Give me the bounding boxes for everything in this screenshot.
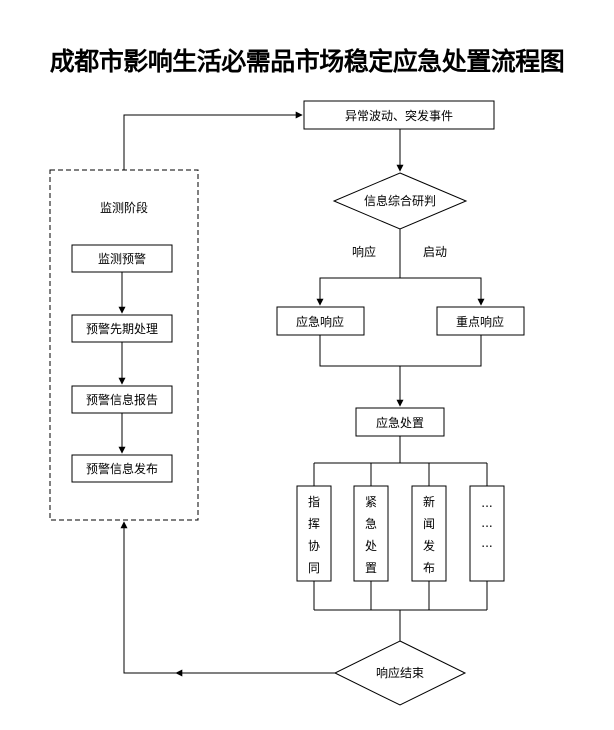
action-urgent-char-2: 急 xyxy=(365,516,377,531)
branch-right-label: 启动 xyxy=(423,245,447,259)
action-box-command xyxy=(296,485,332,582)
monitor-stage-label: 监测阶段 xyxy=(100,200,148,215)
event-box xyxy=(303,100,495,130)
emergency-handling-label: 应急处置 xyxy=(376,415,424,430)
monitor-step-3-box xyxy=(71,385,173,414)
action-urgent-char-4: 置 xyxy=(365,561,377,575)
action-command-char-2: 挥 xyxy=(308,517,320,531)
key-response-box xyxy=(436,306,525,336)
action-command-char-3: 协 xyxy=(308,538,320,553)
monitor-step-2: 预警先期处理 xyxy=(86,321,158,336)
action-more-char-1: ... xyxy=(481,496,492,510)
branch-to-emergency-response xyxy=(316,277,400,306)
page-title: 成都市影响生活必需品市场稳定应急处置流程图 xyxy=(49,47,565,76)
monitor-step-4: 预警信息发布 xyxy=(86,461,158,476)
end-diamond xyxy=(333,640,467,706)
responses-merge-connector xyxy=(319,335,482,367)
action-news-char-2: 闻 xyxy=(423,517,435,531)
emergency-response-label: 应急响应 xyxy=(296,314,344,329)
monitor-step-3: 预警信息报告 xyxy=(86,392,158,407)
action-news-char-1: 新 xyxy=(423,494,435,509)
monitor-to-event-connector xyxy=(123,111,303,170)
action-box-news xyxy=(411,485,447,582)
action-command-char-1: 指 xyxy=(308,494,320,509)
monitor-step-1: 监测预警 xyxy=(98,251,146,266)
action-urgent-char-1: 紧 xyxy=(365,495,377,509)
action-box-more xyxy=(469,485,505,582)
action-more-char-3: ... xyxy=(481,536,492,550)
branch-to-key-response xyxy=(400,277,485,306)
event-label: 异常波动、突发事件 xyxy=(345,108,453,123)
action-box-urgent xyxy=(353,485,389,582)
action-urgent-char-3: 处 xyxy=(365,539,377,553)
key-response-label: 重点响应 xyxy=(456,314,504,329)
action-command-char-4: 同 xyxy=(308,561,320,575)
monitor-step-1-box xyxy=(71,244,173,273)
return-to-monitor-arrow xyxy=(120,521,176,674)
monitor-step-4-box xyxy=(71,454,173,483)
action-more-char-2: ... xyxy=(481,516,492,530)
branch-left-label: 响应 xyxy=(352,244,376,259)
emergency-handling-box xyxy=(355,407,445,437)
action-news-char-3: 发 xyxy=(423,538,435,553)
action-news-char-4: 布 xyxy=(423,561,435,575)
end-label: 响应结束 xyxy=(376,665,424,680)
judge-label: 信息综合研判 xyxy=(364,193,436,208)
